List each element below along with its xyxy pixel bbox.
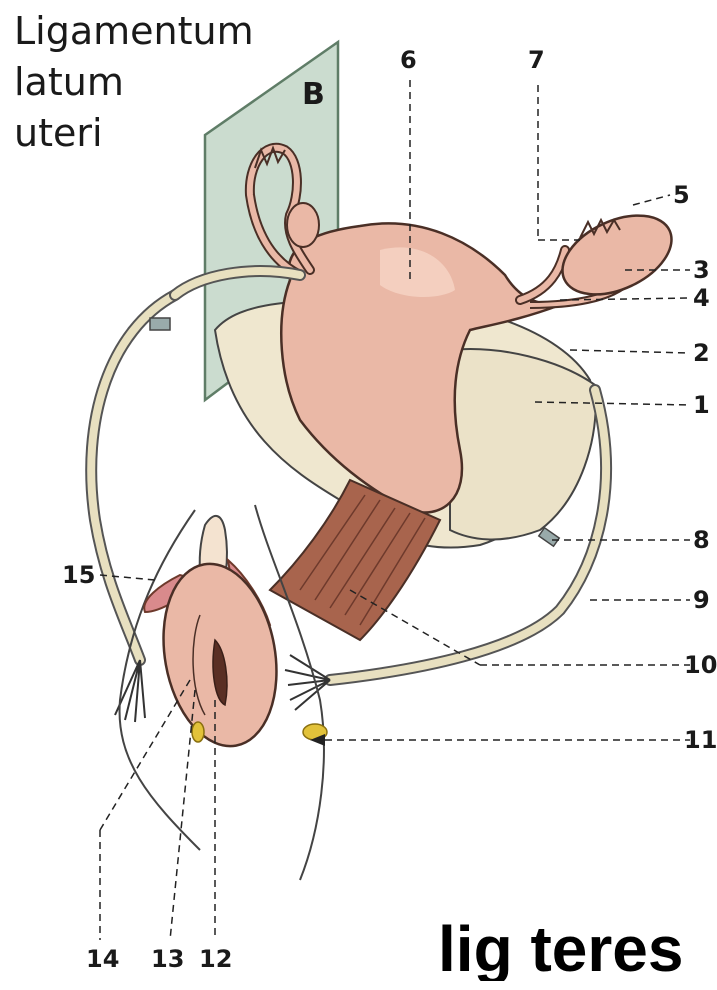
bartholin-gland-left (192, 722, 204, 742)
callout-5: 5 (673, 183, 690, 207)
broad-ligament-title-line-3: uteri (14, 114, 103, 152)
plane-letter: B (302, 80, 325, 110)
callout-14: 14 (86, 947, 119, 971)
callout-10: 10 (684, 653, 717, 677)
mesometrium (450, 349, 596, 539)
broad-ligament-title-line-2: latum (14, 63, 124, 101)
left-ovary (287, 203, 319, 247)
callout-9: 9 (693, 588, 710, 612)
callout-11: 11 (684, 728, 717, 752)
callout-2: 2 (693, 341, 710, 365)
right-stub (539, 528, 559, 547)
callout-15: 15 (62, 563, 95, 587)
round-ligament-caption: lig teres (438, 917, 717, 981)
callout-3: 3 (693, 258, 710, 282)
right-uterine-tube (520, 250, 565, 300)
callout-13: 13 (151, 947, 184, 971)
callout-8: 8 (693, 528, 710, 552)
left-stub (150, 318, 170, 330)
callout-6: 6 (400, 48, 417, 72)
callout-7: 7 (528, 48, 545, 72)
callout-12: 12 (199, 947, 232, 971)
broad-ligament-title-line-1: Ligamentum (14, 12, 254, 50)
callout-1: 1 (693, 393, 710, 417)
right-fibres (285, 655, 330, 710)
callout-4: 4 (693, 286, 710, 310)
